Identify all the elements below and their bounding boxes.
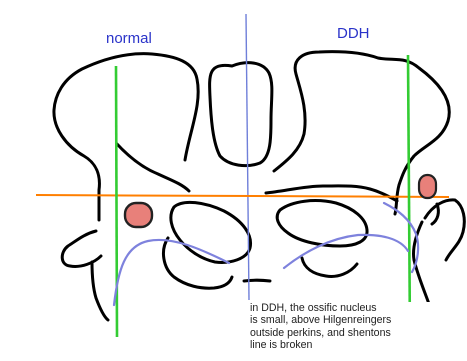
perkins-line-right: [408, 55, 410, 340]
left-iliac-wing-contour: [117, 144, 189, 191]
right-iliac-wing-contour: [266, 186, 397, 201]
ossific-nucleus-left: [125, 203, 152, 227]
pelvic-floor-arch: [244, 280, 270, 281]
caption-line: line is broken: [250, 339, 464, 351]
right-pubis-upper: [277, 201, 367, 246]
label-ddh: DDH: [337, 26, 370, 41]
caption-line: is small, above Hilgenreingers: [250, 314, 464, 326]
right-femoral-head: [425, 200, 464, 260]
left-femoral-head: [62, 231, 101, 266]
sacrum-outline: [210, 63, 272, 166]
midline: [246, 14, 249, 300]
ossific-nucleus-right: [419, 175, 436, 198]
caption: in DDH, the ossific nucleus is small, ab…: [250, 302, 464, 352]
right-ischium: [302, 258, 357, 276]
left-femoral-neck: [92, 262, 108, 320]
label-normal: normal: [106, 31, 152, 46]
caption-line: outside perkins, and shentons: [250, 327, 464, 339]
caption-line: in DDH, the ossific nucleus: [250, 302, 464, 314]
